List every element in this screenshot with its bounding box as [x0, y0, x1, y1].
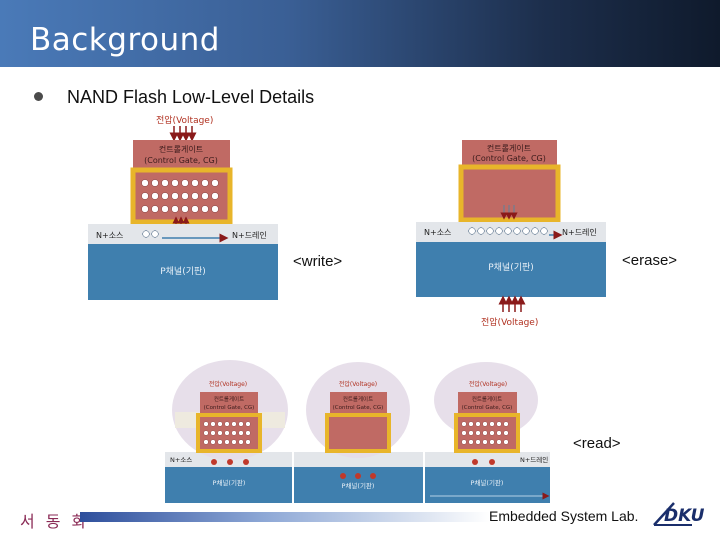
footer-line	[80, 512, 490, 522]
write-caption: <write>	[293, 253, 343, 270]
read-cell-1-channel-electrons	[211, 459, 249, 465]
read-cell-1-channel-label: P채널(기판)	[213, 478, 246, 487]
read-cell-3-gate-line2: (Control Gate, CG)	[462, 405, 513, 411]
read-cell-3-channel-electrons	[472, 459, 495, 465]
read-cell-3-gate-line1: 컨트롤게이트	[472, 395, 502, 403]
slide-subtitle: NAND Flash Low-Level Details	[67, 87, 315, 107]
dku-logo-icon: DKU	[653, 502, 705, 526]
slide-title: Background	[30, 22, 220, 58]
dku-logo-text: DKU	[664, 506, 705, 526]
write-gate-line1: 컨트롤게이트	[159, 144, 203, 154]
title-bar: Background	[0, 0, 720, 67]
read-cell-1-gate-line1: 컨트롤게이트	[214, 395, 244, 403]
footer-author: 서 동 화	[20, 512, 90, 531]
read-cell-2-gate-line2: (Control Gate, CG)	[333, 405, 384, 411]
write-channel	[88, 244, 278, 300]
read-cell-3-gate	[458, 392, 517, 413]
bullet-icon	[34, 92, 43, 101]
write-channel-label: P채널(기판)	[160, 266, 206, 277]
read-channel	[165, 467, 550, 503]
write-drain-label: N+드레인	[232, 230, 267, 240]
write-channel-electrons	[142, 230, 159, 238]
read-cell-1-voltage: 전압(Voltage)	[209, 380, 247, 388]
read-cell-2-gate	[330, 392, 387, 413]
read-source-label: N+소스	[170, 456, 192, 464]
write-trapped-electrons	[141, 179, 219, 213]
erase-cell: 컨트롤게이트 (Control Gate, CG) N+소스 N+드레인 P채널…	[416, 140, 606, 328]
footer-lab-name: Embedded System Lab.	[489, 508, 639, 524]
read-cell-2: 전압(Voltage) 컨트롤게이트 (Control Gate, CG) P채…	[306, 362, 410, 490]
read-cell-3-channel-label: P채널(기판)	[471, 478, 504, 487]
read-caption: <read>	[573, 435, 621, 452]
erase-gate-line2: (Control Gate, CG)	[472, 154, 546, 163]
read-cell-1-gate-line2: (Control Gate, CG)	[204, 405, 255, 411]
read-cell-1: 전압(Voltage) 컨트롤게이트 (Control Gate, CG) P채…	[172, 360, 288, 487]
erase-gate-line1: 컨트롤게이트	[487, 143, 531, 153]
read-cell-2-channel-electrons	[340, 473, 376, 479]
write-source-label: N+소스	[96, 231, 123, 240]
read-cell-1-electrons	[203, 421, 251, 445]
write-cell: 전압(Voltage) 컨트롤게이트 (Control Gate, CG) N+…	[88, 114, 278, 300]
read-cell-3-voltage: 전압(Voltage)	[469, 380, 507, 388]
erase-voltage-arrows	[498, 295, 526, 312]
read-cells: N+소스 N+드레인 전압(Voltage) 컨트롤게이트 (Control G…	[165, 360, 550, 503]
write-source-drain	[88, 224, 278, 244]
read-source-drain	[165, 452, 550, 467]
erase-voltage-label: 전압(Voltage)	[481, 316, 538, 328]
write-voltage-label: 전압(Voltage)	[156, 114, 213, 126]
erase-channel-electrons	[468, 227, 548, 235]
erase-source-label: N+소스	[424, 228, 451, 237]
erase-control-gate	[462, 140, 557, 165]
write-voltage-arrows	[169, 126, 197, 142]
erase-channel	[416, 242, 606, 297]
read-cell-2-gate-line1: 컨트롤게이트	[343, 395, 373, 403]
read-cell-3: 전압(Voltage) 컨트롤게이트 (Control Gate, CG) P채…	[434, 362, 538, 487]
write-control-gate	[133, 140, 230, 168]
erase-caption: <erase>	[622, 252, 678, 269]
erase-channel-label: P채널(기판)	[488, 262, 534, 273]
erase-drain-label: N+드레인	[562, 227, 597, 237]
write-gate-line2: (Control Gate, CG)	[144, 156, 218, 165]
read-cell-3-electrons	[461, 421, 509, 445]
read-drain-label: N+드레인	[520, 455, 548, 464]
erase-tunneling-arrows	[500, 205, 518, 220]
read-cell-2-voltage: 전압(Voltage)	[339, 380, 377, 388]
read-cell-2-floating-gate	[325, 413, 391, 453]
read-cell-2-channel-label: P채널(기판)	[342, 481, 375, 490]
read-cell-1-gate	[200, 392, 258, 413]
